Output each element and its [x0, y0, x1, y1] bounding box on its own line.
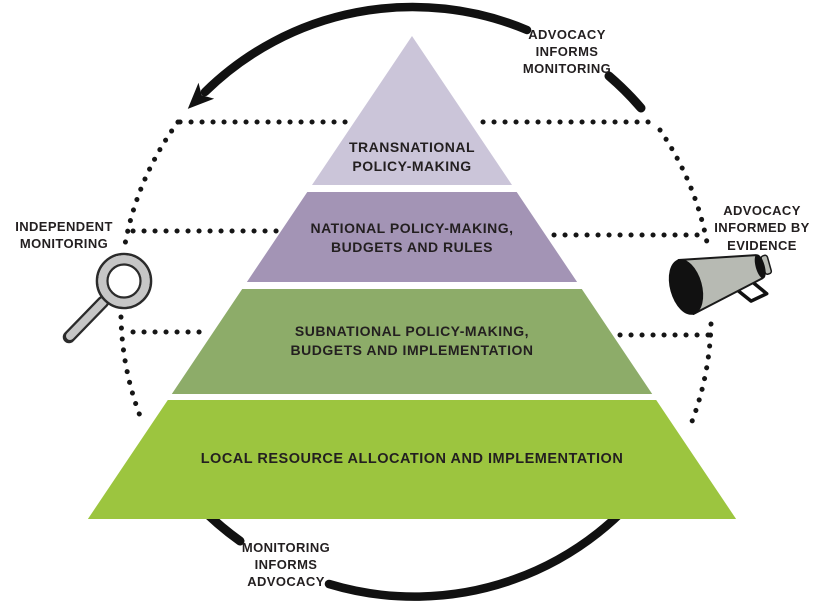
- level-2-label-line2: BUDGETS AND RULES: [331, 239, 493, 255]
- pyramid: [87, 36, 737, 519]
- megaphone-mouth: [754, 254, 766, 279]
- level-3-label-line1: SUBNATIONAL POLICY-MAKING,: [295, 323, 529, 339]
- independent-monitoring-line2: MONITORING: [20, 236, 108, 251]
- advocacy-informs-monitoring-arrow-arc: [187, 2, 532, 109]
- top-right-arc-segment: [604, 71, 646, 113]
- pyramid-level-3-subnational: [171, 289, 653, 394]
- dotted-arc-right-lower: [686, 321, 714, 432]
- monitoring-informs-advocacy-line3: ADVOCACY: [247, 574, 325, 589]
- advocacy-informed-by-evidence-line2: INFORMED BY: [714, 220, 809, 235]
- pyramid-level-1-transnational: [312, 36, 512, 185]
- level-3-label-line2: BUDGETS AND IMPLEMENTATION: [291, 342, 534, 358]
- level-1-label-line2: POLICY-MAKING: [352, 158, 471, 174]
- dotted-arc-left-lower: [118, 314, 145, 424]
- magnifier-lens: [106, 263, 142, 299]
- advocacy-informed-by-evidence-line1: ADVOCACY: [723, 203, 801, 218]
- megaphone-bell: [668, 259, 704, 315]
- level-2-label-line1: NATIONAL POLICY-MAKING,: [310, 220, 513, 236]
- monitoring-informs-advocacy-line1: MONITORING: [242, 540, 330, 555]
- magnifier-ring: [98, 255, 150, 307]
- advocacy-informs-monitoring-line3: MONITORING: [523, 61, 611, 76]
- outer-labels: ADVOCACY INFORMS MONITORING INDEPENDENT …: [15, 27, 809, 589]
- advocacy-informs-monitoring-line2: INFORMS: [536, 44, 599, 59]
- level-1-label-line1: TRANSNATIONAL: [349, 139, 475, 155]
- magnifier-handle: [66, 298, 107, 340]
- level-4-label: LOCAL RESOURCE ALLOCATION AND IMPLEMENTA…: [201, 451, 624, 467]
- advocacy-informs-monitoring-line1: ADVOCACY: [528, 27, 606, 42]
- magnifying-glass-icon: [62, 252, 153, 344]
- pyramid-labels: TRANSNATIONAL POLICY-MAKING NATIONAL POL…: [201, 139, 624, 467]
- pyramid-level-2-national: [246, 192, 578, 282]
- dotted-arc-right-upper: [657, 127, 711, 251]
- monitoring-informs-advocacy-line2: INFORMS: [255, 557, 318, 572]
- pyramid-level-4-local: [87, 400, 737, 519]
- dotted-connectors: [118, 119, 715, 432]
- megaphone-icon: [668, 254, 773, 315]
- independent-monitoring-line1: INDEPENDENT: [15, 219, 113, 234]
- advocacy-informed-by-evidence-line3: EVIDENCE: [727, 238, 797, 253]
